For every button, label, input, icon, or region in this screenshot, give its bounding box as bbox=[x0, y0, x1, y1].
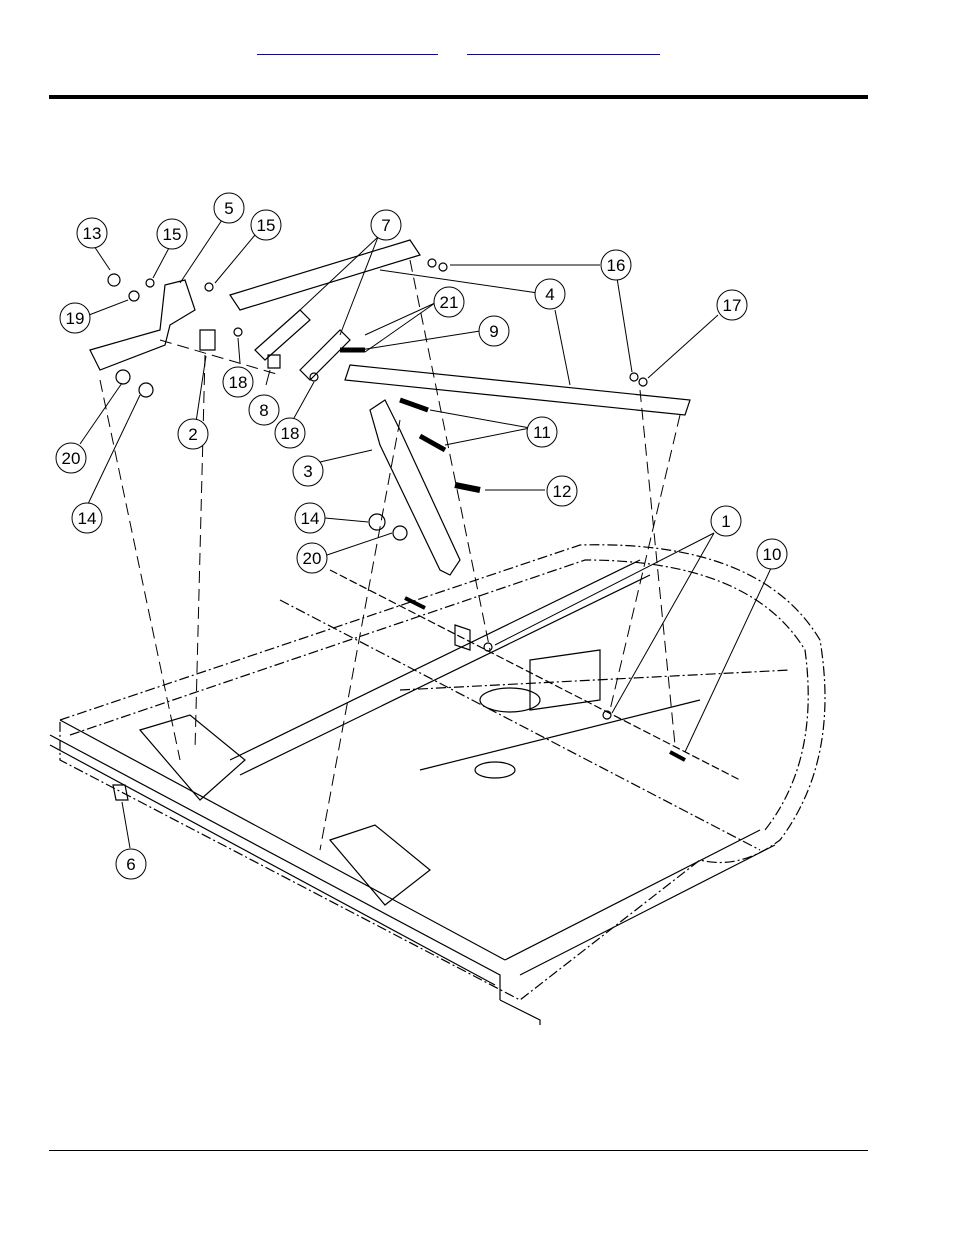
svg-text:15: 15 bbox=[257, 216, 276, 235]
callout-9: 9 bbox=[479, 316, 509, 346]
svg-text:3: 3 bbox=[303, 462, 312, 481]
svg-text:14: 14 bbox=[78, 509, 97, 528]
header-link-left[interactable] bbox=[257, 38, 438, 55]
svg-text:20: 20 bbox=[62, 449, 81, 468]
svg-text:13: 13 bbox=[83, 224, 102, 243]
svg-text:9: 9 bbox=[489, 322, 498, 341]
svg-text:7: 7 bbox=[381, 216, 390, 235]
callout-3: 3 bbox=[293, 456, 323, 486]
svg-text:2: 2 bbox=[188, 425, 197, 444]
callout-15b: 15 bbox=[251, 210, 281, 240]
callout-14a: 14 bbox=[72, 503, 102, 533]
svg-text:19: 19 bbox=[66, 309, 85, 328]
callout-12: 12 bbox=[547, 476, 577, 506]
svg-text:18: 18 bbox=[281, 424, 300, 443]
callout-20b: 20 bbox=[297, 543, 327, 573]
callout-20a: 20 bbox=[56, 443, 86, 473]
parts-diagram: 13 15 5 15 7 16 19 18 2 8 18 21 9 4 17 2… bbox=[40, 185, 900, 1035]
footer-rule bbox=[49, 1150, 868, 1151]
callout-16: 16 bbox=[601, 250, 631, 280]
callout-18a: 18 bbox=[223, 367, 253, 397]
callout-7: 7 bbox=[371, 210, 401, 240]
callout-18b: 18 bbox=[275, 418, 305, 448]
callout-2: 2 bbox=[178, 419, 208, 449]
header-link-right[interactable] bbox=[467, 38, 660, 55]
svg-text:6: 6 bbox=[126, 855, 135, 874]
callout-4: 4 bbox=[535, 279, 565, 309]
svg-text:10: 10 bbox=[763, 545, 782, 564]
svg-text:15: 15 bbox=[163, 225, 182, 244]
header-rule bbox=[49, 95, 868, 99]
callout-14b: 14 bbox=[295, 503, 325, 533]
svg-text:4: 4 bbox=[545, 285, 554, 304]
callout-15a: 15 bbox=[157, 219, 187, 249]
callout-6: 6 bbox=[116, 849, 146, 879]
callout-8: 8 bbox=[249, 395, 279, 425]
callout-13: 13 bbox=[77, 218, 107, 248]
svg-text:1: 1 bbox=[721, 512, 730, 531]
svg-text:14: 14 bbox=[301, 509, 320, 528]
callout-11: 11 bbox=[527, 417, 557, 447]
svg-text:21: 21 bbox=[440, 293, 459, 312]
callout-10: 10 bbox=[757, 539, 787, 569]
svg-text:5: 5 bbox=[224, 199, 233, 218]
callout-5: 5 bbox=[214, 193, 244, 223]
callout-21: 21 bbox=[434, 287, 464, 317]
svg-text:11: 11 bbox=[533, 423, 551, 442]
svg-text:12: 12 bbox=[553, 482, 572, 501]
callout-17: 17 bbox=[717, 290, 747, 320]
callout-19: 19 bbox=[60, 303, 90, 333]
svg-text:18: 18 bbox=[229, 373, 248, 392]
svg-text:17: 17 bbox=[723, 296, 742, 315]
callout-1: 1 bbox=[711, 506, 741, 536]
svg-text:20: 20 bbox=[303, 549, 322, 568]
svg-text:8: 8 bbox=[259, 401, 268, 420]
svg-text:16: 16 bbox=[607, 256, 626, 275]
